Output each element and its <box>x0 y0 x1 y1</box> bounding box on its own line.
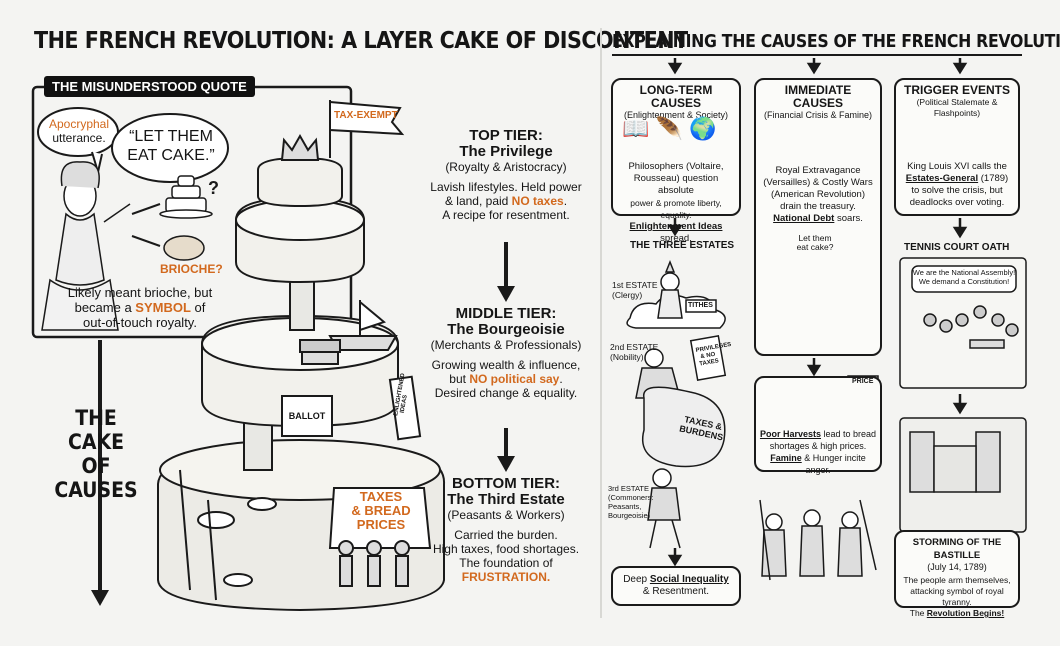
left-title: THE FRENCH REVOLUTION: A LAYER CAKE OF D… <box>34 28 688 54</box>
layer-cake-illustration <box>157 100 446 612</box>
three-estates-title: THE THREE ESTATES <box>630 240 735 251</box>
immediate-causes-box: IMMEDIATE CAUSES (Financial Crisis & Fam… <box>754 78 882 356</box>
cake-of-causes-label: THE CAKE OF CAUSES <box>54 406 138 502</box>
caption-line-3: out-of-touch royalty. <box>83 315 197 330</box>
utterance-text: utterance. <box>52 131 106 145</box>
quote-box-label: THE MISUNDERSTOOD QUOTE <box>44 76 255 97</box>
marie-antoinette-figure <box>41 161 131 331</box>
ballot-label: BALLOT <box>288 411 326 421</box>
bastille-box: STORMING OF THE BASTILLE (July 14, 1789)… <box>894 530 1020 618</box>
right-title: EXPLAINING THE CAUSES OF THE FRENCH REVO… <box>612 32 1060 52</box>
top-tier-block: TOP TIER: The Privilege (Royalty & Arist… <box>430 127 582 223</box>
three-estates-illustration <box>626 259 727 549</box>
brioche-label: BRIOCHE? <box>160 262 223 276</box>
tennis-speech: We are the National Assembly!We demand a… <box>912 268 1016 286</box>
quote-line-2: EAT CAKE.” <box>127 147 215 164</box>
right-title-underline <box>612 54 1022 56</box>
panel-divider <box>600 28 602 618</box>
tennis-court-oath-title: TENNIS COURT OATH <box>904 242 1010 253</box>
immediate-causes-heading: IMMEDIATE CAUSES <box>784 83 852 110</box>
tithes-label: TITHES <box>688 302 713 309</box>
middle-tier-block: MIDDLE TIER: The Bourgeoisie (Merchants … <box>430 305 582 401</box>
second-estate-label: 2nd ESTATE(Nobility) <box>610 342 659 362</box>
apocryphal-text: Apocryphal <box>48 117 110 131</box>
tax-exempt-flag: TAX-EXEMPT <box>334 110 398 121</box>
price-tag: PRICE <box>852 378 874 385</box>
caption-line-2: became a SYMBOL of <box>74 300 206 315</box>
book-quill-globe-icons: 📖 🪶 🌍 <box>622 116 717 141</box>
bottom-tier-block: BOTTOM TIER: The Third Estate (Peasants … <box>432 475 580 585</box>
famine-box: Poor Harvests lead to bread shortages & … <box>754 376 882 475</box>
quote-caption: Likely meant brioche, but became a SYMBO… <box>40 285 240 330</box>
caption-line-1: Likely meant brioche, but <box>67 285 213 300</box>
long-term-causes-heading: LONG-TERM CAUSES <box>639 83 713 110</box>
trigger-events-heading: TRIGGER EVENTS <box>903 83 1010 97</box>
bastille-heading: STORMING OF THE BASTILLE <box>912 537 1002 561</box>
small-cake-icon <box>159 175 213 219</box>
trigger-events-box: TRIGGER EVENTS (Political Stalemate & Fl… <box>894 78 1020 216</box>
third-estate-label: 3rd ESTATE(Commoners:Peasants,Bourgeoisi… <box>608 484 654 520</box>
social-inequality-box: Deep Social Inequality & Resentment. <box>611 566 741 606</box>
brioche-icon <box>163 235 205 261</box>
quote-line-1: “LET THEM <box>129 128 213 145</box>
svg-text:?: ? <box>208 178 219 198</box>
first-estate-label: 1st ESTATE(Clergy) <box>612 280 658 300</box>
left-illustration: ? <box>31 85 515 612</box>
long-term-causes-box: LONG-TERM CAUSES (Enlightenment & Societ… <box>611 78 741 244</box>
taxes-bread-sign: TAXES & BREAD PRICES <box>351 489 411 532</box>
